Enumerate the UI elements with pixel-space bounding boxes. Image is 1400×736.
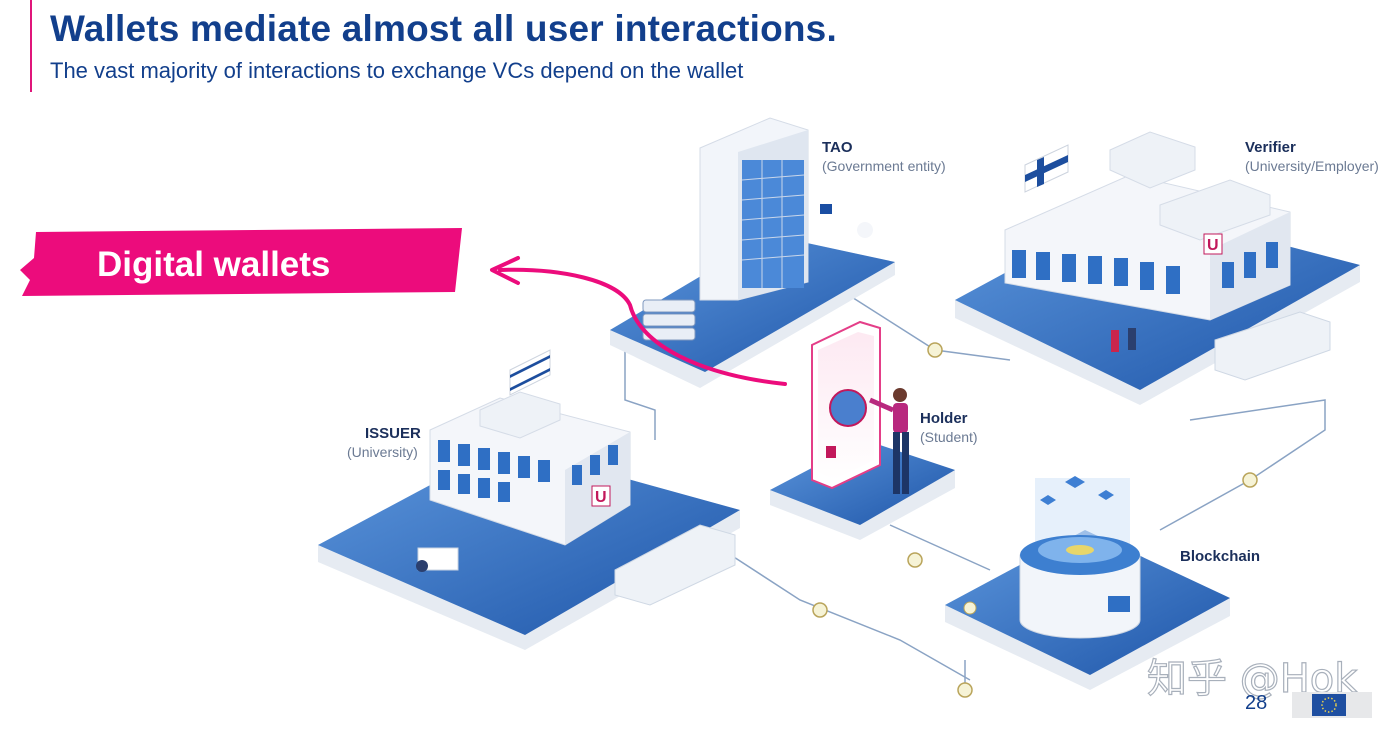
tao-node	[610, 117, 895, 388]
desk-worker-icon	[416, 547, 459, 572]
finland-flag-icon	[1024, 144, 1069, 193]
server-stack-icon	[642, 299, 696, 341]
eu-flag-icon	[1292, 692, 1372, 718]
digital-wallets-callout: Digital wallets	[20, 228, 462, 296]
tao-name: TAO	[822, 139, 853, 156]
issuer-role: (University)	[347, 444, 418, 460]
verifier-name: Verifier	[1245, 139, 1296, 156]
callout-tape	[20, 228, 462, 296]
token-coin-icon	[812, 602, 828, 618]
holder-role: (Student)	[920, 429, 978, 445]
token-coin-icon	[927, 342, 943, 358]
slide-title: Wallets mediate almost all user interact…	[50, 8, 837, 49]
holder-name: Holder	[920, 410, 968, 427]
israel-flag-icon	[509, 349, 551, 396]
page-number: 28	[1245, 692, 1267, 714]
flag-icon	[820, 204, 832, 214]
blockchain-node	[945, 476, 1230, 690]
holder-person-icon	[869, 388, 909, 494]
svg-text:U: U	[1207, 237, 1219, 254]
block-cubes-icon	[1040, 476, 1114, 505]
token-coin-icon	[1242, 472, 1258, 488]
university-u-icon: U	[591, 485, 611, 507]
phone-wallet-icon	[811, 320, 881, 490]
issuer-node: U	[318, 349, 740, 650]
callout-label: Digital wallets	[97, 245, 330, 284]
token-coin-icon	[957, 682, 973, 698]
token-coin-icon	[907, 552, 923, 568]
pointer-arrow	[490, 256, 787, 386]
svg-text:U: U	[595, 489, 607, 506]
university-u-icon: U	[1203, 233, 1223, 255]
issuer-name: ISSUER	[365, 425, 421, 442]
blockchain-name: Blockchain	[1180, 548, 1260, 565]
accent-bar	[30, 0, 32, 92]
verifier-role: (University/Employer)	[1245, 158, 1379, 174]
slide-subtitle: The vast majority of interactions to exc…	[50, 58, 744, 83]
tao-role: (Government entity)	[822, 158, 946, 174]
verifier-node: U	[955, 131, 1360, 405]
token-coin-icons	[812, 342, 1258, 698]
holder-node	[770, 320, 955, 540]
